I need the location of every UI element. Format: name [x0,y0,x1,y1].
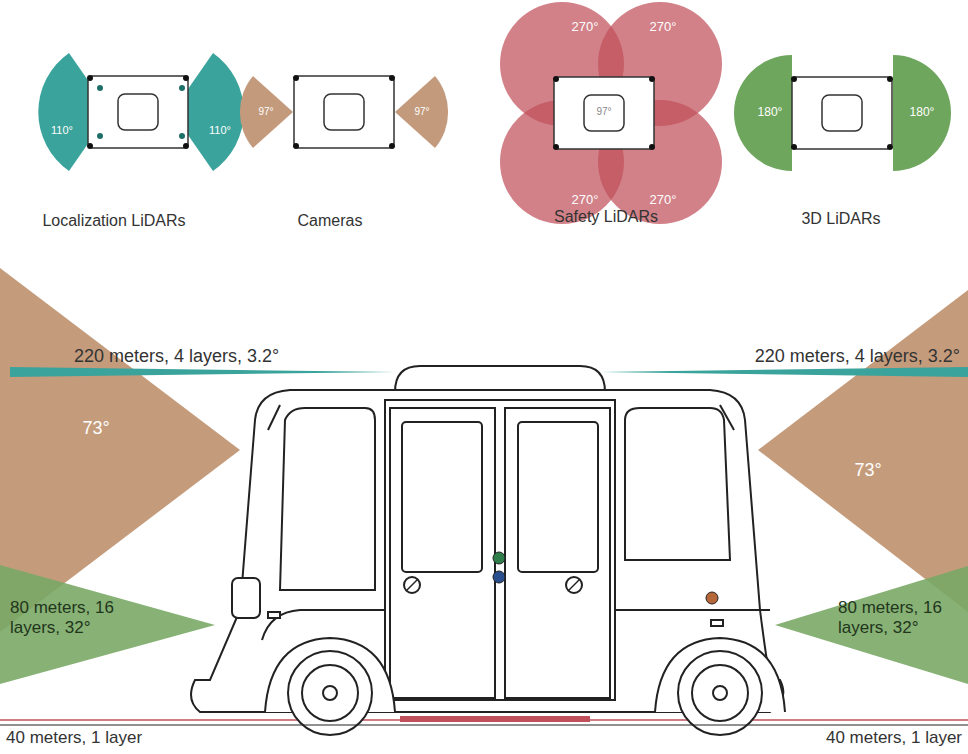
range-label: 220 meters, 4 layers, 3.2° [755,346,960,367]
angle-label: 73° [854,460,881,481]
angle-label: 270° [650,20,677,35]
range-label: 80 meters, 16 layers, 32° [10,598,135,637]
range-label: 80 meters, 16 layers, 32° [838,598,963,637]
angle-label: 270° [650,193,677,208]
range-label: 40 meters, 1 layer [6,728,142,748]
angle-label: 97° [596,106,611,118]
group-caption: 3D LiDARs [801,210,880,228]
range-label: 220 meters, 4 layers, 3.2° [74,346,279,367]
angle-label: 73° [82,418,109,439]
angle-label: 97° [414,106,429,118]
range-label: 40 meters, 1 layer [826,728,962,748]
angle-label: 110° [209,124,231,137]
group-caption: Cameras [298,212,363,230]
angle-label: 110° [51,124,73,137]
angle-label: 180° [910,106,935,120]
angle-label: 270° [572,20,599,35]
angle-label: 97° [258,106,273,118]
angle-label: 180° [758,106,783,120]
angle-label: 270° [572,193,599,208]
group-caption: Safety LiDARs [554,208,658,226]
group-caption: Localization LiDARs [42,212,185,230]
